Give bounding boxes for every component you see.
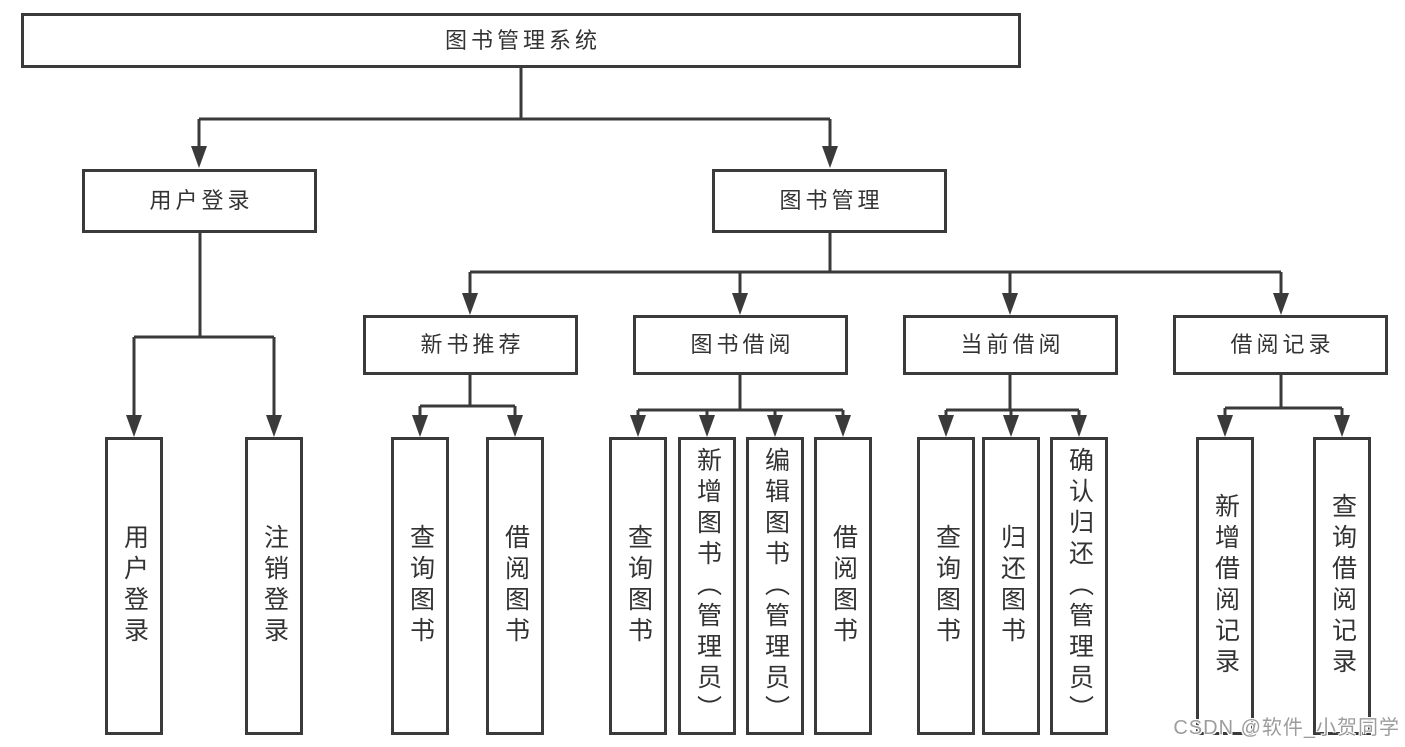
leaf-logout: 注销登录 bbox=[245, 437, 303, 735]
leaf-label: 编辑图书（管理员） bbox=[761, 446, 790, 726]
watermark: CSDN @软件_小贺同学 bbox=[1173, 717, 1400, 739]
leaf-current-query-books: 查询图书 bbox=[917, 437, 975, 735]
leaf-user-login: 用户登录 bbox=[105, 437, 163, 735]
leaf-label: 查询图书 bbox=[406, 524, 435, 648]
node-book-management-branch: 图书管理 bbox=[712, 169, 947, 233]
node-current-borrowing: 当前借阅 bbox=[903, 315, 1118, 375]
leaf-recommend-query-books: 查询图书 bbox=[391, 437, 449, 735]
leaf-borrowing-add-books-admin: 新增图书（管理员） bbox=[678, 437, 736, 735]
node-label: 用户登录 bbox=[149, 188, 254, 213]
leaf-label: 查询借阅记录 bbox=[1328, 493, 1357, 679]
leaf-current-return-books: 归还图书 bbox=[982, 437, 1040, 735]
leaf-label: 新增借阅记录 bbox=[1211, 493, 1240, 679]
node-label: 借阅记录 bbox=[1230, 332, 1335, 357]
leaf-label: 确认归还（管理员） bbox=[1065, 446, 1094, 726]
node-book-borrowing: 图书借阅 bbox=[633, 315, 848, 375]
node-label: 当前借阅 bbox=[960, 332, 1065, 357]
leaf-borrowing-edit-books-admin: 编辑图书（管理员） bbox=[746, 437, 804, 735]
leaf-label: 查询图书 bbox=[624, 524, 653, 648]
leaf-current-confirm-return-admin: 确认归还（管理员） bbox=[1050, 437, 1108, 735]
node-label: 图书借阅 bbox=[690, 332, 795, 357]
leaf-label: 借阅图书 bbox=[501, 524, 530, 648]
node-book-management-system: 图书管理系统 bbox=[21, 13, 1021, 68]
leaf-borrowing-query-books: 查询图书 bbox=[609, 437, 667, 735]
leaf-label: 归还图书 bbox=[997, 524, 1026, 648]
node-new-book-recommend: 新书推荐 bbox=[363, 315, 578, 375]
node-label: 新书推荐 bbox=[420, 332, 525, 357]
leaf-label: 查询图书 bbox=[932, 524, 961, 648]
node-borrowing-records: 借阅记录 bbox=[1173, 315, 1388, 375]
leaf-records-query-record: 查询借阅记录 bbox=[1313, 437, 1371, 735]
node-label: 图书管理 bbox=[779, 188, 884, 213]
node-label: 图书管理系统 bbox=[444, 27, 601, 53]
leaf-borrowing-borrow-books: 借阅图书 bbox=[814, 437, 872, 735]
leaf-label: 用户登录 bbox=[120, 524, 149, 648]
leaf-records-add-record: 新增借阅记录 bbox=[1196, 437, 1254, 735]
leaf-label: 注销登录 bbox=[260, 524, 289, 648]
node-user-login-branch: 用户登录 bbox=[82, 169, 317, 233]
leaf-label: 新增图书（管理员） bbox=[693, 446, 722, 726]
leaf-recommend-borrow-books: 借阅图书 bbox=[486, 437, 544, 735]
leaf-label: 借阅图书 bbox=[829, 524, 858, 648]
